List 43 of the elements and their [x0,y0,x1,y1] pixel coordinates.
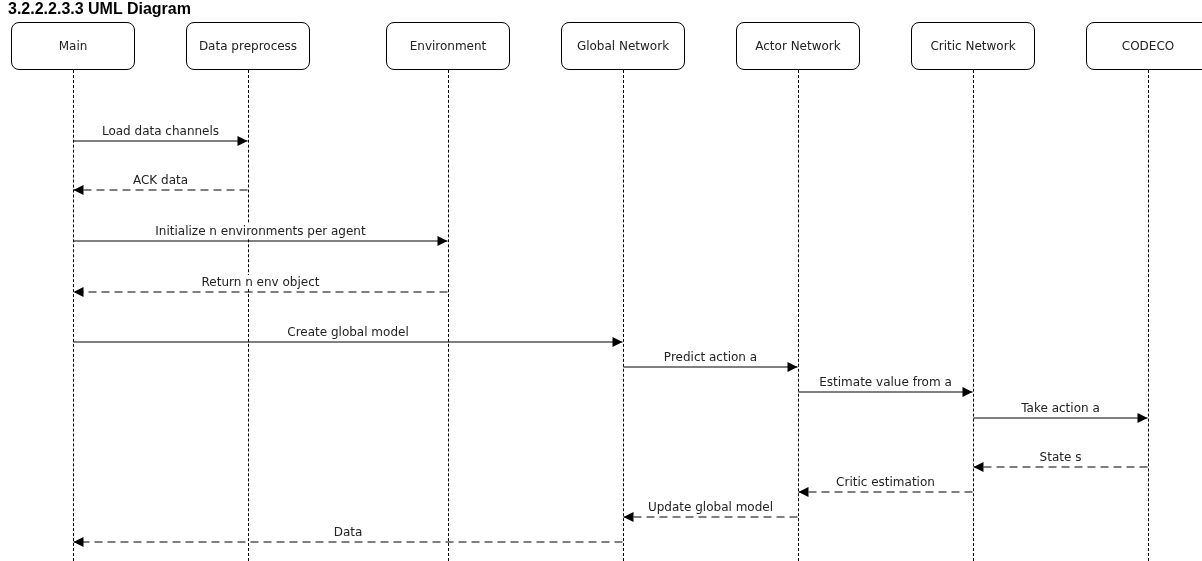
participant-name: Global Network [575,38,671,54]
participant-box [186,22,310,70]
participant-name: Main [57,38,89,54]
message-label: Take action a [1019,401,1102,415]
message-arrow [73,287,448,297]
message-label: Estimate value from a [817,375,954,389]
message-label: Initialize n environments per agent [153,224,368,238]
message-label: Return n env object [199,275,322,289]
message-label: ACK data [130,173,191,187]
message-arrow [623,512,798,522]
message-arrow [798,387,973,397]
message-arrow [73,136,248,146]
participant-name: CODECO [1120,38,1176,54]
message-label: Data [331,525,365,539]
participant-box [561,22,685,70]
lifeline [623,70,624,561]
participant-name: Environment [408,38,488,54]
message-label: Create global model [285,325,411,339]
lifeline [448,70,449,561]
title: 3.2.2.2.3.3 UML Diagram [8,0,191,18]
lifeline [973,70,974,561]
participant-box [11,22,135,70]
message-label: Critic estimation [834,475,937,489]
lifeline [73,70,74,561]
message-arrow [973,413,1148,423]
message-label: Predict action a [661,350,760,364]
lifeline [1148,70,1149,561]
participant-box [1086,22,1202,70]
participant-box [386,22,510,70]
message-arrow [73,185,248,195]
participant-name: Critic Network [929,38,1017,54]
message-arrow [73,337,623,347]
message-arrow [973,462,1148,472]
lifeline [798,70,799,561]
message-arrow [623,362,798,372]
participant-box [736,22,860,70]
participant-name: Data preprocess [197,38,299,54]
message-arrow [798,487,973,497]
participant-name: Actor Network [754,38,842,54]
message-arrow [73,537,623,547]
participant-box [911,22,1035,70]
message-arrow [73,236,448,246]
message-label: State s [1037,450,1084,464]
